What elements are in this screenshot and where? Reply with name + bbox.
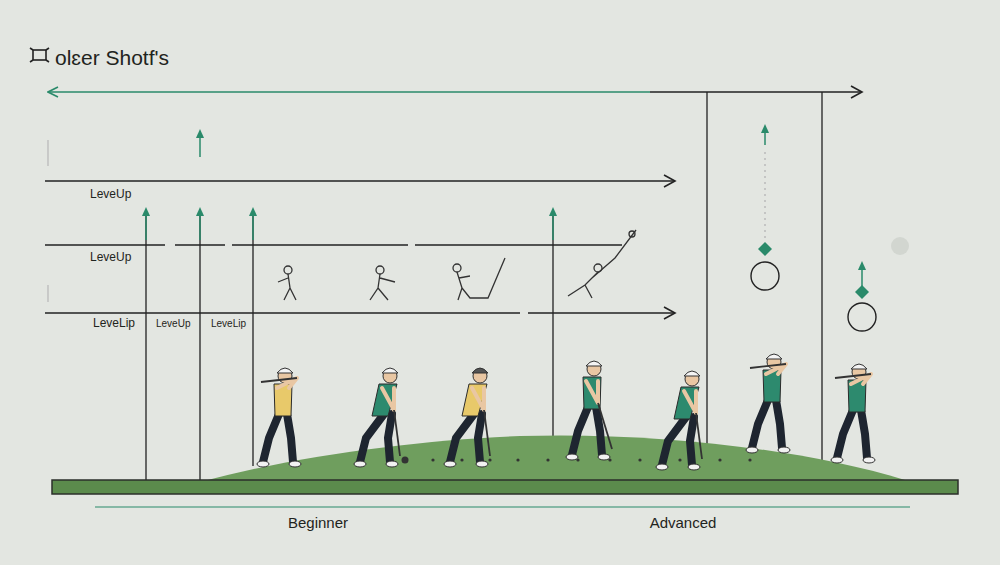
golfer-shoe xyxy=(778,447,790,453)
golfer-shoe xyxy=(257,461,269,467)
golfer-arm xyxy=(382,388,394,410)
golf-club xyxy=(598,403,612,449)
ball-dot xyxy=(488,458,491,461)
golfer-figures xyxy=(257,354,875,470)
ball-dot xyxy=(718,458,721,461)
golfer-shoe xyxy=(386,461,398,467)
golfer-shoe xyxy=(831,457,843,463)
golfer-leg xyxy=(388,414,392,462)
golf-club xyxy=(484,410,490,456)
golfer-arm xyxy=(586,381,598,403)
golfer-cap xyxy=(851,364,867,369)
ball-dot xyxy=(402,457,409,464)
golf-club xyxy=(696,413,702,459)
golfer-cap xyxy=(684,371,700,376)
milestone-markers xyxy=(751,237,909,331)
diagram-title: olɛer Shotf's xyxy=(55,46,169,69)
golfer-leg xyxy=(837,410,853,458)
golfer-cap xyxy=(277,368,293,373)
level-label: LeveUp xyxy=(156,318,190,329)
golfer xyxy=(831,364,875,463)
golfer-cap xyxy=(586,361,602,366)
progress-axis xyxy=(95,506,910,507)
ball-dot xyxy=(638,458,641,461)
golfer-head xyxy=(383,369,397,383)
golfer-shoe xyxy=(863,457,875,463)
golf-club xyxy=(750,364,786,368)
golf-club xyxy=(261,378,297,382)
golfer-leg xyxy=(690,417,694,465)
up-arrows xyxy=(146,128,862,286)
ball-dot xyxy=(748,458,751,461)
golfer-shoe xyxy=(598,454,610,460)
golfer-leg xyxy=(572,407,588,455)
golfer-cap xyxy=(766,354,782,359)
golfer-leg xyxy=(776,400,782,448)
level-label: LeveUp xyxy=(90,251,131,264)
golfer-leg xyxy=(662,417,686,465)
golfer xyxy=(566,361,612,460)
golfer-leg xyxy=(360,414,384,462)
golfer-leg xyxy=(752,400,768,448)
golfer-head xyxy=(473,369,487,383)
golfer-shoe xyxy=(354,461,366,467)
golfer xyxy=(746,354,790,453)
level-label: LeveLip xyxy=(93,317,135,330)
grass-hill xyxy=(200,435,905,482)
swing-sketches xyxy=(278,230,636,300)
golfer-leg xyxy=(478,414,482,462)
golf-club xyxy=(394,410,400,456)
golfer-head xyxy=(587,362,601,376)
level-label: LeveUp xyxy=(90,188,131,201)
golfer-shoe xyxy=(746,447,758,453)
golfer-shoe xyxy=(289,461,301,467)
level-label: LeveLip xyxy=(211,318,246,329)
golfer xyxy=(444,368,490,467)
axis-label: Beginner xyxy=(288,515,348,532)
golfer xyxy=(354,368,400,467)
golfer-leg xyxy=(861,410,867,458)
golfer-shoe xyxy=(566,454,578,460)
ground-bar xyxy=(52,480,958,494)
golfer-head xyxy=(685,372,699,386)
golfer-cap xyxy=(472,368,488,373)
golfer-arm xyxy=(472,388,484,410)
title-icon xyxy=(30,48,49,62)
golfer xyxy=(656,371,702,470)
golfer-leg xyxy=(450,414,474,462)
golfer-shoe xyxy=(656,464,668,470)
golfer-arm xyxy=(684,391,696,413)
ball-dot xyxy=(546,458,549,461)
golf-club xyxy=(835,374,871,378)
axis-label: Advanced xyxy=(650,515,717,532)
golfer-leg xyxy=(287,414,293,462)
golfer-cap xyxy=(382,368,398,373)
golfer-shoe xyxy=(444,461,456,467)
ball-dot xyxy=(431,458,434,461)
golfer xyxy=(257,368,301,467)
level-tracks xyxy=(45,92,862,494)
ball-dot xyxy=(460,458,463,461)
golfer-shoe xyxy=(476,461,488,467)
ball-dot xyxy=(678,458,681,461)
golfer-leg xyxy=(263,414,279,462)
ball-dot xyxy=(516,458,519,461)
golfer-shoe xyxy=(688,464,700,470)
